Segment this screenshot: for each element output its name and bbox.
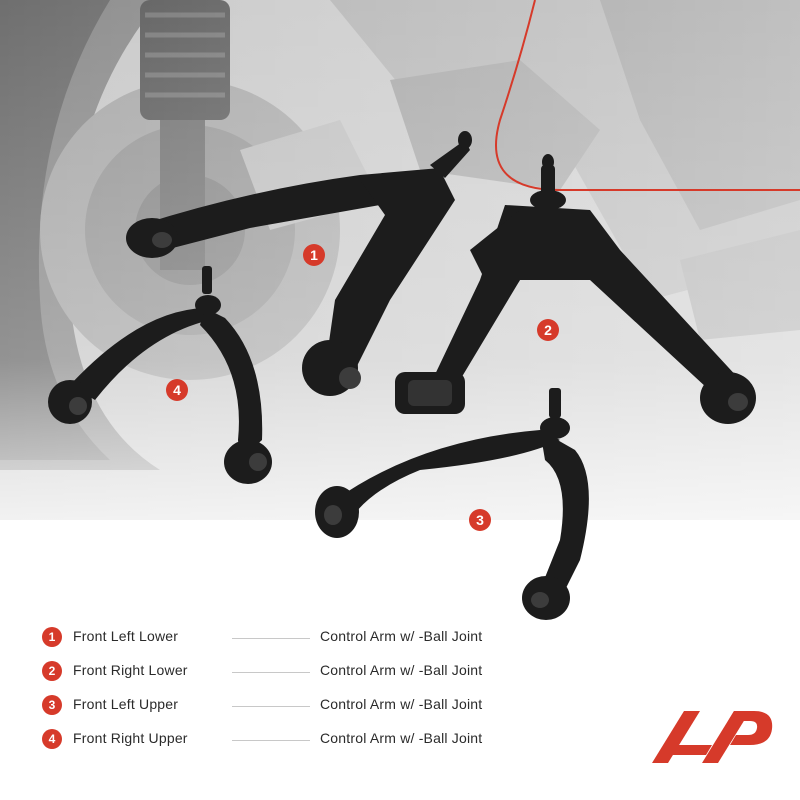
part-front-left-lower-control-arm bbox=[126, 131, 472, 396]
callout-badge-4: 4 bbox=[166, 379, 188, 401]
accent-arc bbox=[495, 0, 800, 191]
leader-line bbox=[232, 740, 310, 741]
legend-part-description: Control Arm w/ -Ball Joint bbox=[320, 696, 483, 712]
callout-badge-2: 2 bbox=[537, 319, 559, 341]
part-front-right-lower-control-arm bbox=[395, 154, 756, 424]
leader-line bbox=[232, 638, 310, 639]
part-front-right-upper-control-arm bbox=[48, 266, 272, 484]
leader-line bbox=[232, 672, 310, 673]
leader-line bbox=[232, 706, 310, 707]
legend-row-1: 1 Front Left Lower Control Arm w/ -Ball … bbox=[42, 624, 522, 658]
legend-number-3: 3 bbox=[42, 695, 62, 715]
part-front-left-upper-control-arm bbox=[315, 388, 589, 620]
parts-legend: 1 Front Left Lower Control Arm w/ -Ball … bbox=[42, 624, 522, 760]
legend-number-1: 1 bbox=[42, 627, 62, 647]
legend-part-description: Control Arm w/ -Ball Joint bbox=[320, 662, 483, 678]
legend-part-description: Control Arm w/ -Ball Joint bbox=[320, 730, 483, 746]
legend-row-4: 4 Front Right Upper Control Arm w/ -Ball… bbox=[42, 726, 522, 760]
legend-part-description: Control Arm w/ -Ball Joint bbox=[320, 628, 483, 644]
legend-row-2: 2 Front Right Lower Control Arm w/ -Ball… bbox=[42, 658, 522, 692]
legend-row-3: 3 Front Left Upper Control Arm w/ -Ball … bbox=[42, 692, 522, 726]
legend-part-name: Front Left Lower bbox=[73, 628, 179, 644]
callout-badge-1: 1 bbox=[303, 244, 325, 266]
legend-part-name: Front Left Upper bbox=[73, 696, 179, 712]
a-premium-logo-icon bbox=[652, 711, 773, 763]
legend-number-2: 2 bbox=[42, 661, 62, 681]
callout-badge-3: 3 bbox=[469, 509, 491, 531]
legend-part-name: Front Right Upper bbox=[73, 730, 188, 746]
legend-number-4: 4 bbox=[42, 729, 62, 749]
legend-part-name: Front Right Lower bbox=[73, 662, 188, 678]
